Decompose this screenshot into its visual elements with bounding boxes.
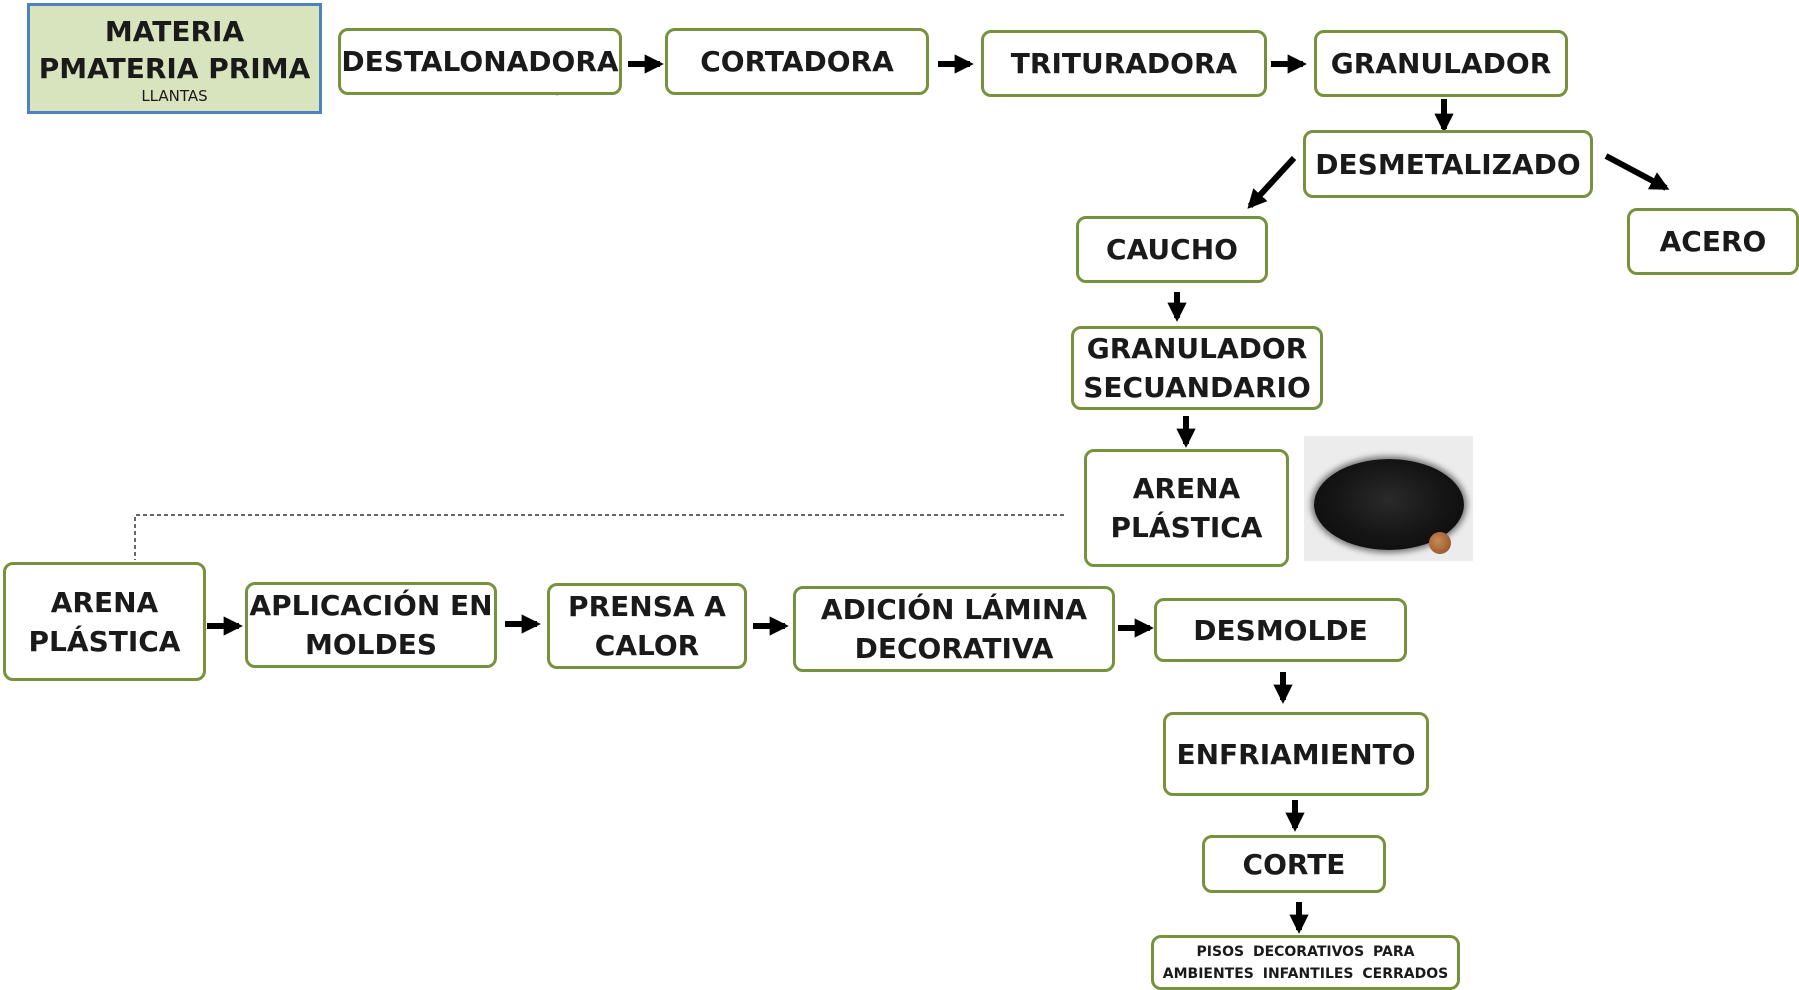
label-destalonadora: DESTALONADORA (341, 45, 619, 78)
coin-image (1429, 532, 1451, 554)
label-desmetalizado: DESMETALIZADO (1315, 147, 1581, 181)
label-granulador-secundario-1: GRANULADOR (1086, 332, 1308, 365)
box-granulador: GRANULADOR (1314, 30, 1568, 97)
box-prensa-a-calor: PRENSA A CALOR (547, 583, 747, 669)
label-granulador-secundario-2: SECUANDARIO (1083, 371, 1311, 404)
box-caucho: CAUCHO (1076, 216, 1268, 283)
label-aplicacion-1: APLICACIÓN EN (249, 589, 493, 622)
box-acero: ACERO (1627, 208, 1799, 275)
arrow-desmetalizado-to-caucho (1247, 155, 1297, 209)
start-box-materia-prima: MATERIA PMATERIA PRIMA LLANTAS (27, 3, 322, 114)
label-enfriamiento: ENFRIAMIENTO (1176, 737, 1416, 771)
label-final-2: AMBIENTES INFANTILES CERRADOS (1162, 965, 1449, 982)
label-aplicacion-2: MOLDES (304, 628, 438, 661)
label-cortadora: CORTADORA (700, 45, 894, 78)
box-adicion-lamina-decorativa: ADICIÓN LÁMINA DECORATIVA (793, 586, 1115, 672)
label-trituradora: TRITURADORA (1010, 47, 1238, 80)
label-caucho: CAUCHO (1106, 233, 1238, 266)
label-acero: ACERO (1659, 225, 1767, 258)
label-prensa-1: PRENSA A (568, 590, 726, 623)
box-cortadora: CORTADORA (665, 28, 929, 95)
label-prensa-2: CALOR (594, 629, 700, 662)
box-trituradora: TRITURADORA (981, 30, 1267, 97)
box-enfriamiento: ENFRIAMIENTO (1163, 712, 1429, 796)
arrow-desmetalizado-to-acero (1604, 153, 1670, 191)
start-line2: PMATERIA PRIMA (38, 51, 311, 85)
crumb-rubber-photo (1304, 436, 1473, 561)
box-aplicacion-en-moldes: APLICACIÓN EN MOLDES (245, 582, 497, 668)
label-arena-lower-2: PLÁSTICA (28, 624, 181, 658)
label-adicion-1: ADICIÓN LÁMINA (820, 593, 1088, 626)
box-arena-plastica-upper: ARENA PLÁSTICA (1084, 449, 1289, 567)
label-desmolde: DESMOLDE (1193, 613, 1368, 647)
box-granulador-secundario: GRANULADOR SECUANDARIO (1071, 326, 1323, 410)
box-arena-plastica-lower: ARENA PLÁSTICA (3, 562, 206, 681)
label-final-1: PISOS DECORATIVOS PARA (1196, 943, 1415, 960)
label-granulador: GRANULADOR (1330, 47, 1552, 80)
label-arena-upper-1: ARENA (1132, 472, 1241, 505)
label-adicion-2: DECORATIVA (854, 632, 1054, 665)
box-desmetalizado: DESMETALIZADO (1303, 130, 1593, 198)
box-corte: CORTE (1202, 835, 1386, 893)
start-line1: MATERIA (104, 14, 245, 48)
start-subtitle: LLANTAS (141, 86, 208, 105)
dashed-link-arena (134, 514, 1064, 560)
box-desmolde: DESMOLDE (1154, 598, 1407, 662)
label-corte: CORTE (1242, 847, 1346, 881)
label-arena-upper-2: PLÁSTICA (1110, 511, 1263, 544)
box-destalonadora: DESTALONADORA (338, 28, 622, 95)
box-pisos-decorativos: PISOS DECORATIVOS PARA AMBIENTES INFANTI… (1151, 935, 1460, 990)
label-arena-lower-1: ARENA (50, 585, 159, 619)
